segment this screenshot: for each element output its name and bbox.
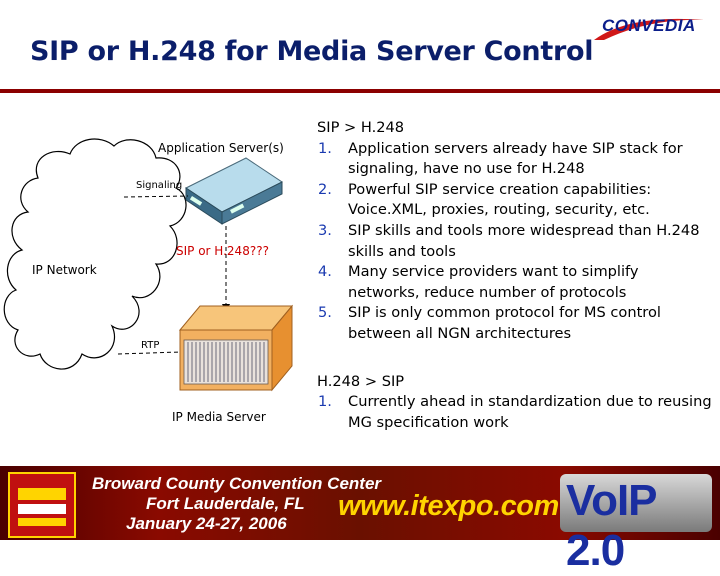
item-text: SIP is only common protocol for MS contr…: [348, 304, 661, 342]
network-diagram: Application Server(s) Signaling SIP or H…: [0, 100, 310, 440]
item-number: 2.: [318, 180, 332, 201]
h248-advantages-list: 1. Currently ahead in standardization due…: [317, 392, 712, 433]
ip-network-cloud: [4, 139, 186, 369]
page-title: SIP or H.248 for Media Server Control: [30, 36, 593, 67]
dates-text: January 24-27, 2006: [126, 514, 287, 534]
section-heading: SIP > H.248: [317, 118, 712, 139]
item-number: 3.: [318, 221, 332, 242]
item-text: Currently ahead in standardization due t…: [348, 393, 712, 431]
item-text: Application servers already have SIP sta…: [348, 140, 683, 178]
media-server-chassis: [180, 306, 292, 390]
app-server-label: Application Server(s): [158, 141, 284, 155]
section-heading: H.248 > SIP: [317, 372, 712, 393]
comparison-text: SIP > H.248 1. Application servers alread…: [317, 118, 712, 433]
location-text: Fort Lauderdale, FL: [146, 494, 305, 514]
item-number: 5.: [318, 303, 332, 324]
control-protocol-label: SIP or H.248???: [176, 244, 269, 258]
item-text: SIP skills and tools more widespread tha…: [348, 222, 700, 260]
ip-network-label: IP Network: [32, 263, 97, 277]
event-banner: Broward County Convention Center Fort La…: [0, 466, 720, 540]
voip-logo: VoIP 2.0: [560, 474, 712, 532]
convedia-logo: CONVEDIA: [590, 14, 708, 44]
list-item: 1. Currently ahead in standardization due…: [317, 392, 712, 433]
item-number: 1.: [318, 392, 332, 413]
internet-telephony-badge-icon: [8, 472, 76, 538]
list-item: 5. SIP is only common protocol for MS con…: [317, 303, 712, 344]
signaling-label: Signaling: [136, 180, 182, 191]
list-item: 4. Many service providers want to simplif…: [317, 262, 712, 303]
list-item: 2. Powerful SIP service creation capabili…: [317, 180, 712, 221]
logo-text: CONVEDIA: [602, 16, 696, 36]
item-number: 4.: [318, 262, 332, 283]
item-text: Many service providers want to simplify …: [348, 263, 639, 301]
media-server-label: IP Media Server: [172, 410, 266, 424]
rtp-link: [118, 352, 180, 354]
rtp-label: RTP: [141, 340, 159, 351]
list-item: 1. Application servers already have SIP s…: [317, 139, 712, 180]
application-server-device: [186, 158, 282, 224]
voip-logo-text: VoIP 2.0: [566, 476, 712, 576]
itexpo-url: www.itexpo.com: [338, 490, 559, 523]
item-number: 1.: [318, 139, 332, 160]
item-text: Powerful SIP service creation capabiliti…: [348, 181, 651, 219]
title-divider: [0, 89, 720, 93]
list-item: 3. SIP skills and tools more widespread t…: [317, 221, 712, 262]
sip-advantages-list: 1. Application servers already have SIP s…: [317, 139, 712, 345]
